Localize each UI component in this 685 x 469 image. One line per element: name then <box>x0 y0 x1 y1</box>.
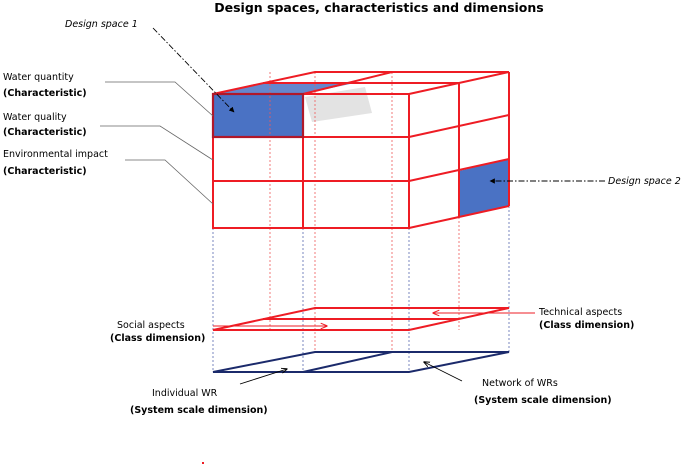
class-dimension-name: Social aspects <box>117 320 185 331</box>
design-space-1-pointer <box>152 27 235 113</box>
design-space-2-label: Design space 2 <box>608 176 681 187</box>
system-scale-name: Network of WRs <box>482 378 558 389</box>
class-dimension-type: (Class dimension) <box>539 320 634 331</box>
characteristic-type: (Characteristic) <box>3 166 87 177</box>
design-space-2-cell <box>459 159 509 217</box>
projection-lines <box>212 72 510 372</box>
class-dimension-type: (Class dimension) <box>110 333 205 344</box>
class-dimension-plane <box>212 307 510 331</box>
characteristic-name: Water quantity <box>3 72 74 83</box>
characteristics-cube <box>211 71 510 229</box>
design-space-1-label: Design space 1 <box>65 19 138 30</box>
characteristic-type: (Characteristic) <box>3 88 87 99</box>
individual-wr-arrow <box>239 369 287 385</box>
design-space-1-cell <box>213 94 303 137</box>
characteristic-leaders <box>100 81 214 205</box>
characteristic-name: Environmental impact <box>3 149 108 160</box>
system-scale-plane <box>212 351 510 373</box>
diagram-title: Design spaces, characteristics and dimen… <box>214 0 544 15</box>
class-dimension-name: Technical aspects <box>538 307 622 318</box>
stray-dot <box>202 462 204 464</box>
system-scale-type: (System scale dimension) <box>130 405 268 416</box>
network-wrs-arrow <box>424 362 463 382</box>
system-scale-type: (System scale dimension) <box>474 395 612 406</box>
system-scale-name: Individual WR <box>152 388 218 399</box>
characteristic-type: (Characteristic) <box>3 127 87 138</box>
characteristic-name: Water quality <box>3 112 67 123</box>
shadow-highlight <box>305 87 372 122</box>
